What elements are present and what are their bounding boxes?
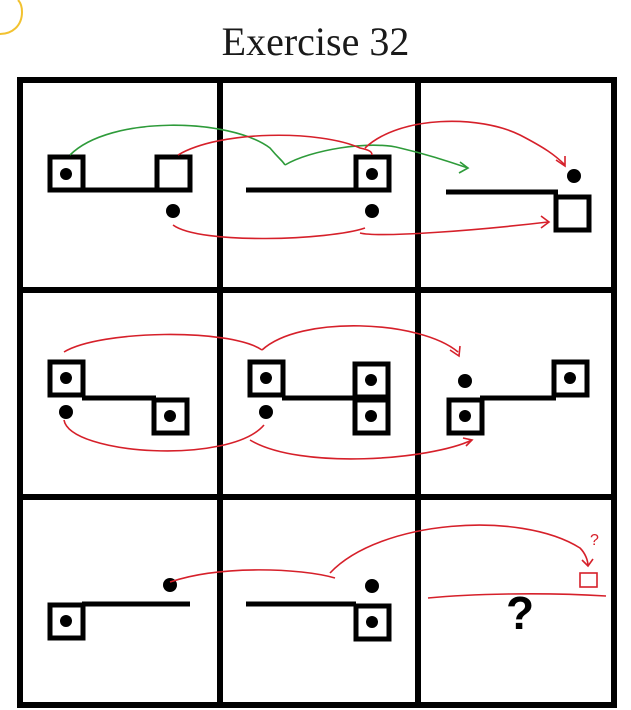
dot-icon <box>60 372 72 384</box>
dot-icon <box>366 168 378 180</box>
cell-r3c2 <box>246 579 392 642</box>
dot-icon <box>260 372 272 384</box>
box-with-dot-icon <box>352 361 391 400</box>
dot-icon <box>59 405 73 419</box>
exercise-title: Exercise 32 <box>221 19 410 64</box>
dot-icon <box>365 374 377 386</box>
empty-square-icon <box>553 194 592 233</box>
cell-r2c1 <box>47 359 190 436</box>
box-with-dot-icon <box>446 397 485 436</box>
grid-lines <box>17 77 617 708</box>
cell-r1c1 <box>47 154 193 218</box>
dot-icon <box>458 374 472 388</box>
hint-question-mark: ? <box>590 532 599 549</box>
dot-icon <box>365 410 377 422</box>
cell-r3c1 <box>47 578 190 641</box>
dot-icon <box>259 405 273 419</box>
cell-r2c3 <box>446 359 590 436</box>
answer-placeholder: ? <box>505 587 535 639</box>
dot-icon <box>459 410 471 422</box>
green-arrows <box>69 124 470 174</box>
box-with-dot-icon <box>47 359 86 398</box>
box-with-dot-icon <box>247 359 286 398</box>
dot-icon <box>366 616 378 628</box>
dot-icon <box>365 579 379 593</box>
cell-r2c2 <box>247 359 391 436</box>
dot-icon <box>164 410 176 422</box>
dot-icon <box>567 169 581 183</box>
dot-icon <box>60 168 72 180</box>
cell-r1c2 <box>246 154 392 218</box>
empty-square-icon <box>154 154 193 193</box>
dot-icon <box>564 372 576 384</box>
dot-icon <box>166 204 180 218</box>
target-square-icon <box>579 572 598 588</box>
dot-icon <box>365 204 379 218</box>
red-arrows <box>63 120 607 599</box>
corner-circle-mark <box>0 0 24 35</box>
dot-icon <box>60 615 72 627</box>
cell-r1c3 <box>446 169 592 233</box>
